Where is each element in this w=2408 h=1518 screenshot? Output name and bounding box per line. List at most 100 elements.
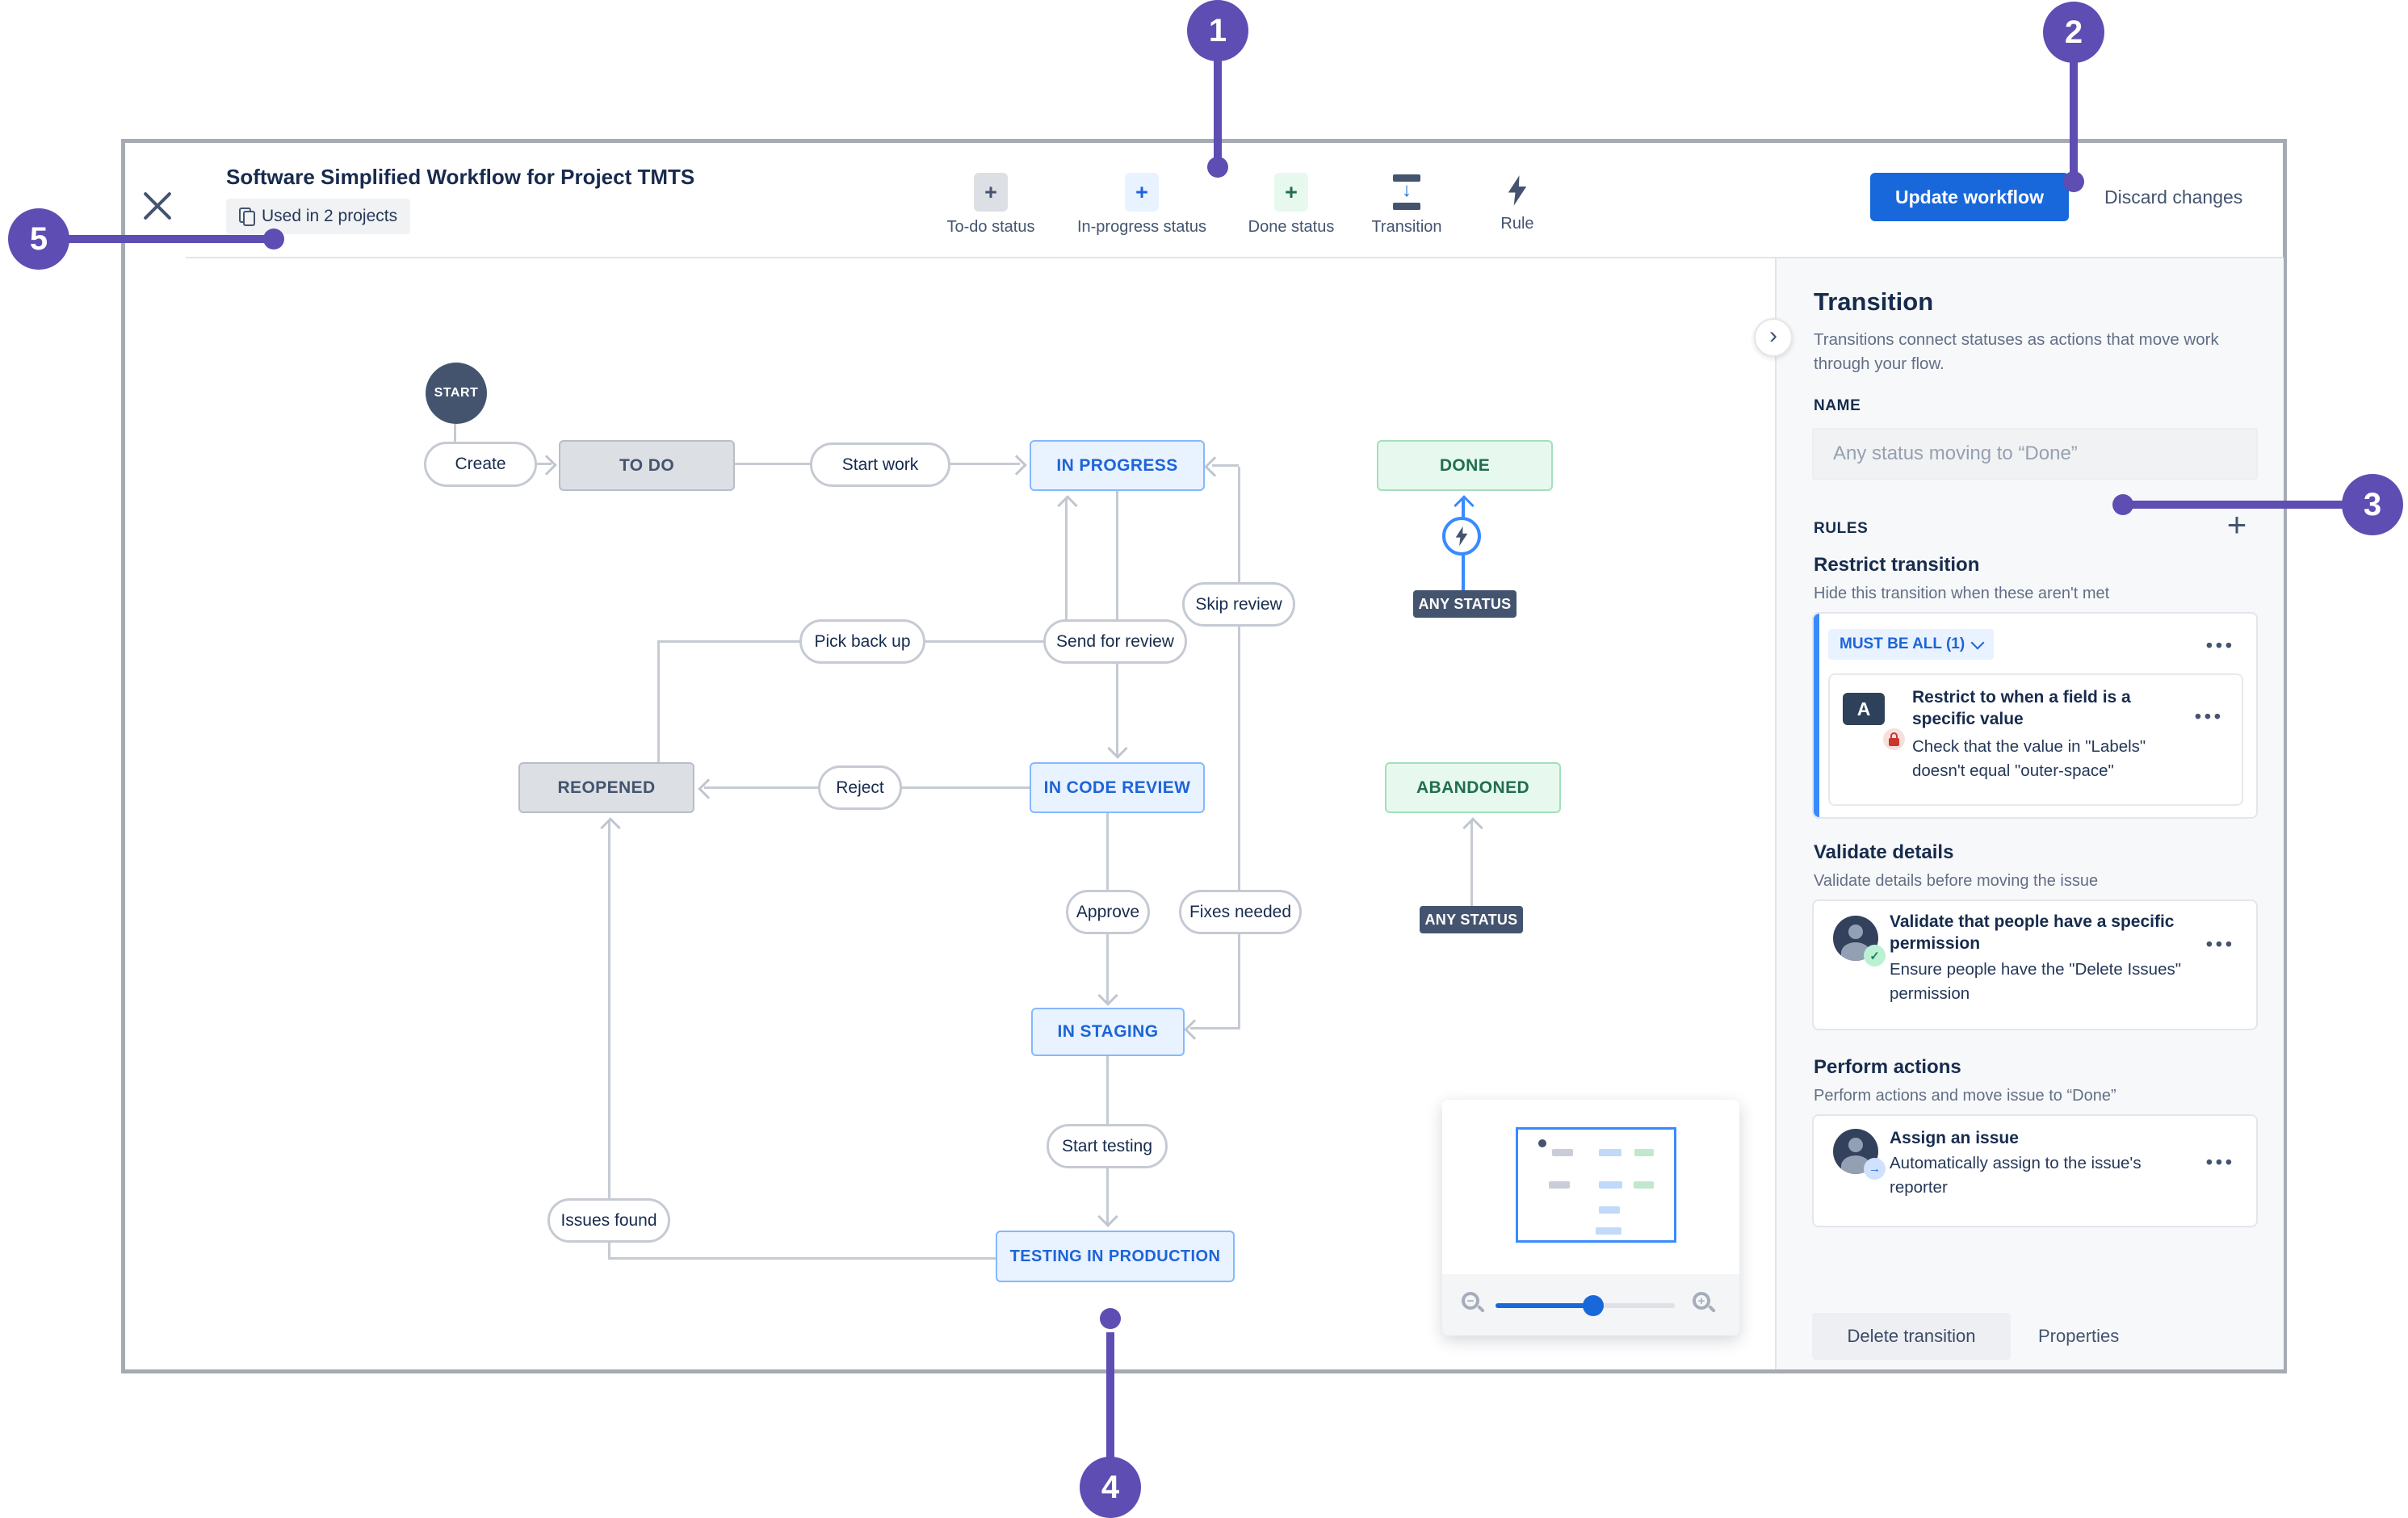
start-node: START xyxy=(426,363,487,424)
usage-badge[interactable]: Used in 2 projects xyxy=(226,199,411,234)
rule-group-accent xyxy=(1814,614,1819,817)
lightning-icon xyxy=(1508,175,1527,206)
status-node-testing-in-production[interactable]: TESTING IN PRODUCTION xyxy=(996,1231,1235,1282)
minimap-status xyxy=(1599,1181,1622,1189)
workflow-edge xyxy=(1238,467,1240,1029)
close-icon[interactable] xyxy=(142,187,173,220)
check-badge-icon: ✓ xyxy=(1864,945,1886,967)
collapse-panel-button[interactable]: › xyxy=(1754,318,1793,357)
toolbar-label: In-progress status xyxy=(1076,218,1207,236)
header-divider xyxy=(186,257,2284,258)
callout-5-dot xyxy=(263,229,284,250)
add-rule-button[interactable]: + xyxy=(2226,505,2247,543)
workflow-edge xyxy=(950,463,1020,465)
arrow-badge-icon: → xyxy=(1864,1158,1886,1180)
zoom-slider-thumb[interactable] xyxy=(1583,1295,1604,1316)
more-menu-icon[interactable]: ••• xyxy=(2205,933,2235,954)
transition-pill-approve[interactable]: Approve xyxy=(1066,890,1150,934)
panel-title: Transition xyxy=(1814,287,1934,316)
minimap-status xyxy=(1599,1206,1620,1214)
minimap-viewport[interactable] xyxy=(1516,1127,1676,1243)
callout-1-line xyxy=(1214,58,1222,160)
toolbar-add-transition[interactable]: ↓ Transition xyxy=(1330,173,1483,237)
transition-pill-fixes-needed[interactable]: Fixes needed xyxy=(1179,890,1302,934)
section-heading: Perform actions xyxy=(1814,1056,1961,1078)
zoom-out-icon[interactable]: − xyxy=(1462,1292,1486,1316)
status-node-reopened[interactable]: REOPENED xyxy=(518,762,694,813)
transition-pill-create[interactable]: Create xyxy=(424,442,537,487)
selected-workflow-edge[interactable] xyxy=(1462,499,1465,520)
section-heading: Validate details xyxy=(1814,841,1954,863)
toolbar-add-todo-status[interactable]: + To-do status xyxy=(914,173,1068,237)
rule-group-card: MUST BE ALL (1) ••• A Restrict to when a… xyxy=(1812,612,2258,819)
status-node-in-code-review[interactable]: IN CODE REVIEW xyxy=(1030,762,1205,813)
rule-description: Check that the value in "Labels" doesn't… xyxy=(1912,737,2146,780)
workflow-edge xyxy=(537,463,552,465)
workflow-title: Software Simplified Workflow for Project… xyxy=(226,165,695,189)
rule-title: Restrict to when a field is a specific v… xyxy=(1912,688,2131,728)
callout-4-dot xyxy=(1100,1308,1121,1329)
minimap-status xyxy=(1596,1227,1621,1235)
workflow-edge xyxy=(735,463,810,465)
must-be-all-dropdown[interactable]: MUST BE ALL (1) xyxy=(1828,629,1995,660)
status-node-in-staging[interactable]: IN STAGING xyxy=(1031,1008,1185,1056)
callout-2: 2 xyxy=(2043,2,2104,63)
transition-pill-pick-back-up[interactable]: Pick back up xyxy=(799,619,925,664)
transition-name-input[interactable] xyxy=(1812,428,2258,480)
workflow-edge xyxy=(608,1257,996,1260)
person-avatar-icon xyxy=(1833,1129,1878,1174)
callout-1-dot xyxy=(1207,157,1228,178)
update-workflow-button[interactable]: Update workflow xyxy=(1870,173,2069,221)
transition-pill-skip-review[interactable]: Skip review xyxy=(1182,582,1295,627)
zoom-slider-fill xyxy=(1496,1303,1594,1308)
transition-pill-send-for-review[interactable]: Send for review xyxy=(1043,619,1187,664)
minimap-status xyxy=(1552,1149,1573,1156)
section-heading: Restrict transition xyxy=(1814,554,1980,576)
zoom-slider[interactable] xyxy=(1496,1295,1675,1316)
plus-icon: + xyxy=(974,173,1008,212)
transition-icon: ↓ xyxy=(1388,173,1425,212)
selected-workflow-edge[interactable] xyxy=(1462,554,1465,591)
transition-rule-icon[interactable] xyxy=(1442,517,1481,556)
toolbar-label: To-do status xyxy=(946,218,1035,236)
toolbar-add-done-status[interactable]: + Done status xyxy=(1214,173,1368,237)
usage-badge-label: Used in 2 projects xyxy=(262,207,398,225)
rule-card[interactable]: A Restrict to when a field is a specific… xyxy=(1828,673,2243,806)
zoom-in-icon[interactable]: + xyxy=(1693,1292,1717,1316)
rule-card[interactable]: → Assign an issue Automatically assign t… xyxy=(1812,1114,2258,1227)
rule-title: Validate that people have a specific per… xyxy=(1890,912,2175,953)
more-menu-icon[interactable]: ••• xyxy=(2205,1151,2235,1172)
workflow-edge xyxy=(1212,464,1239,467)
toolbar-label: Transition xyxy=(1371,218,1442,236)
minimap-status xyxy=(1599,1149,1621,1156)
callout-4: 4 xyxy=(1080,1457,1141,1518)
properties-button[interactable]: Properties xyxy=(2038,1326,2120,1346)
delete-transition-button[interactable]: Delete transition xyxy=(1812,1313,2011,1360)
callout-3-line xyxy=(2132,501,2347,509)
toolbar-add-inprogress-status[interactable]: + In-progress status xyxy=(1065,173,1219,237)
workflow-edge xyxy=(454,424,456,445)
callout-3-dot xyxy=(2112,494,2133,515)
rule-card[interactable]: ✓ Validate that people have a specific p… xyxy=(1812,899,2258,1030)
status-node-in-progress[interactable]: IN PROGRESS xyxy=(1030,440,1205,491)
name-label: NAME xyxy=(1814,397,1861,414)
discard-changes-button[interactable]: Discard changes xyxy=(2104,186,2243,208)
status-node-todo[interactable]: TO DO xyxy=(559,440,735,491)
minimap[interactable]: − + xyxy=(1442,1100,1739,1336)
projects-icon xyxy=(239,208,255,226)
status-node-abandoned[interactable]: ABANDONED xyxy=(1385,762,1561,813)
transition-pill-issues-found[interactable]: Issues found xyxy=(547,1198,670,1243)
any-status-node: ANY STATUS xyxy=(1413,590,1517,618)
toolbar-add-rule[interactable]: Rule xyxy=(1441,173,1594,233)
more-menu-icon[interactable]: ••• xyxy=(2205,635,2235,656)
transition-pill-start-testing[interactable]: Start testing xyxy=(1047,1124,1168,1168)
section-subheading: Hide this transition when these aren't m… xyxy=(1814,585,2110,602)
status-node-done[interactable]: DONE xyxy=(1377,440,1553,491)
rule-description: Ensure people have the "Delete Issues" p… xyxy=(1890,960,2182,1003)
minimap-status xyxy=(1634,1181,1654,1189)
callout-2-line xyxy=(2070,60,2078,174)
transition-pill-reject[interactable]: Reject xyxy=(818,765,902,810)
transition-pill-start-work[interactable]: Start work xyxy=(810,442,950,487)
more-menu-icon[interactable]: ••• xyxy=(2194,706,2224,727)
